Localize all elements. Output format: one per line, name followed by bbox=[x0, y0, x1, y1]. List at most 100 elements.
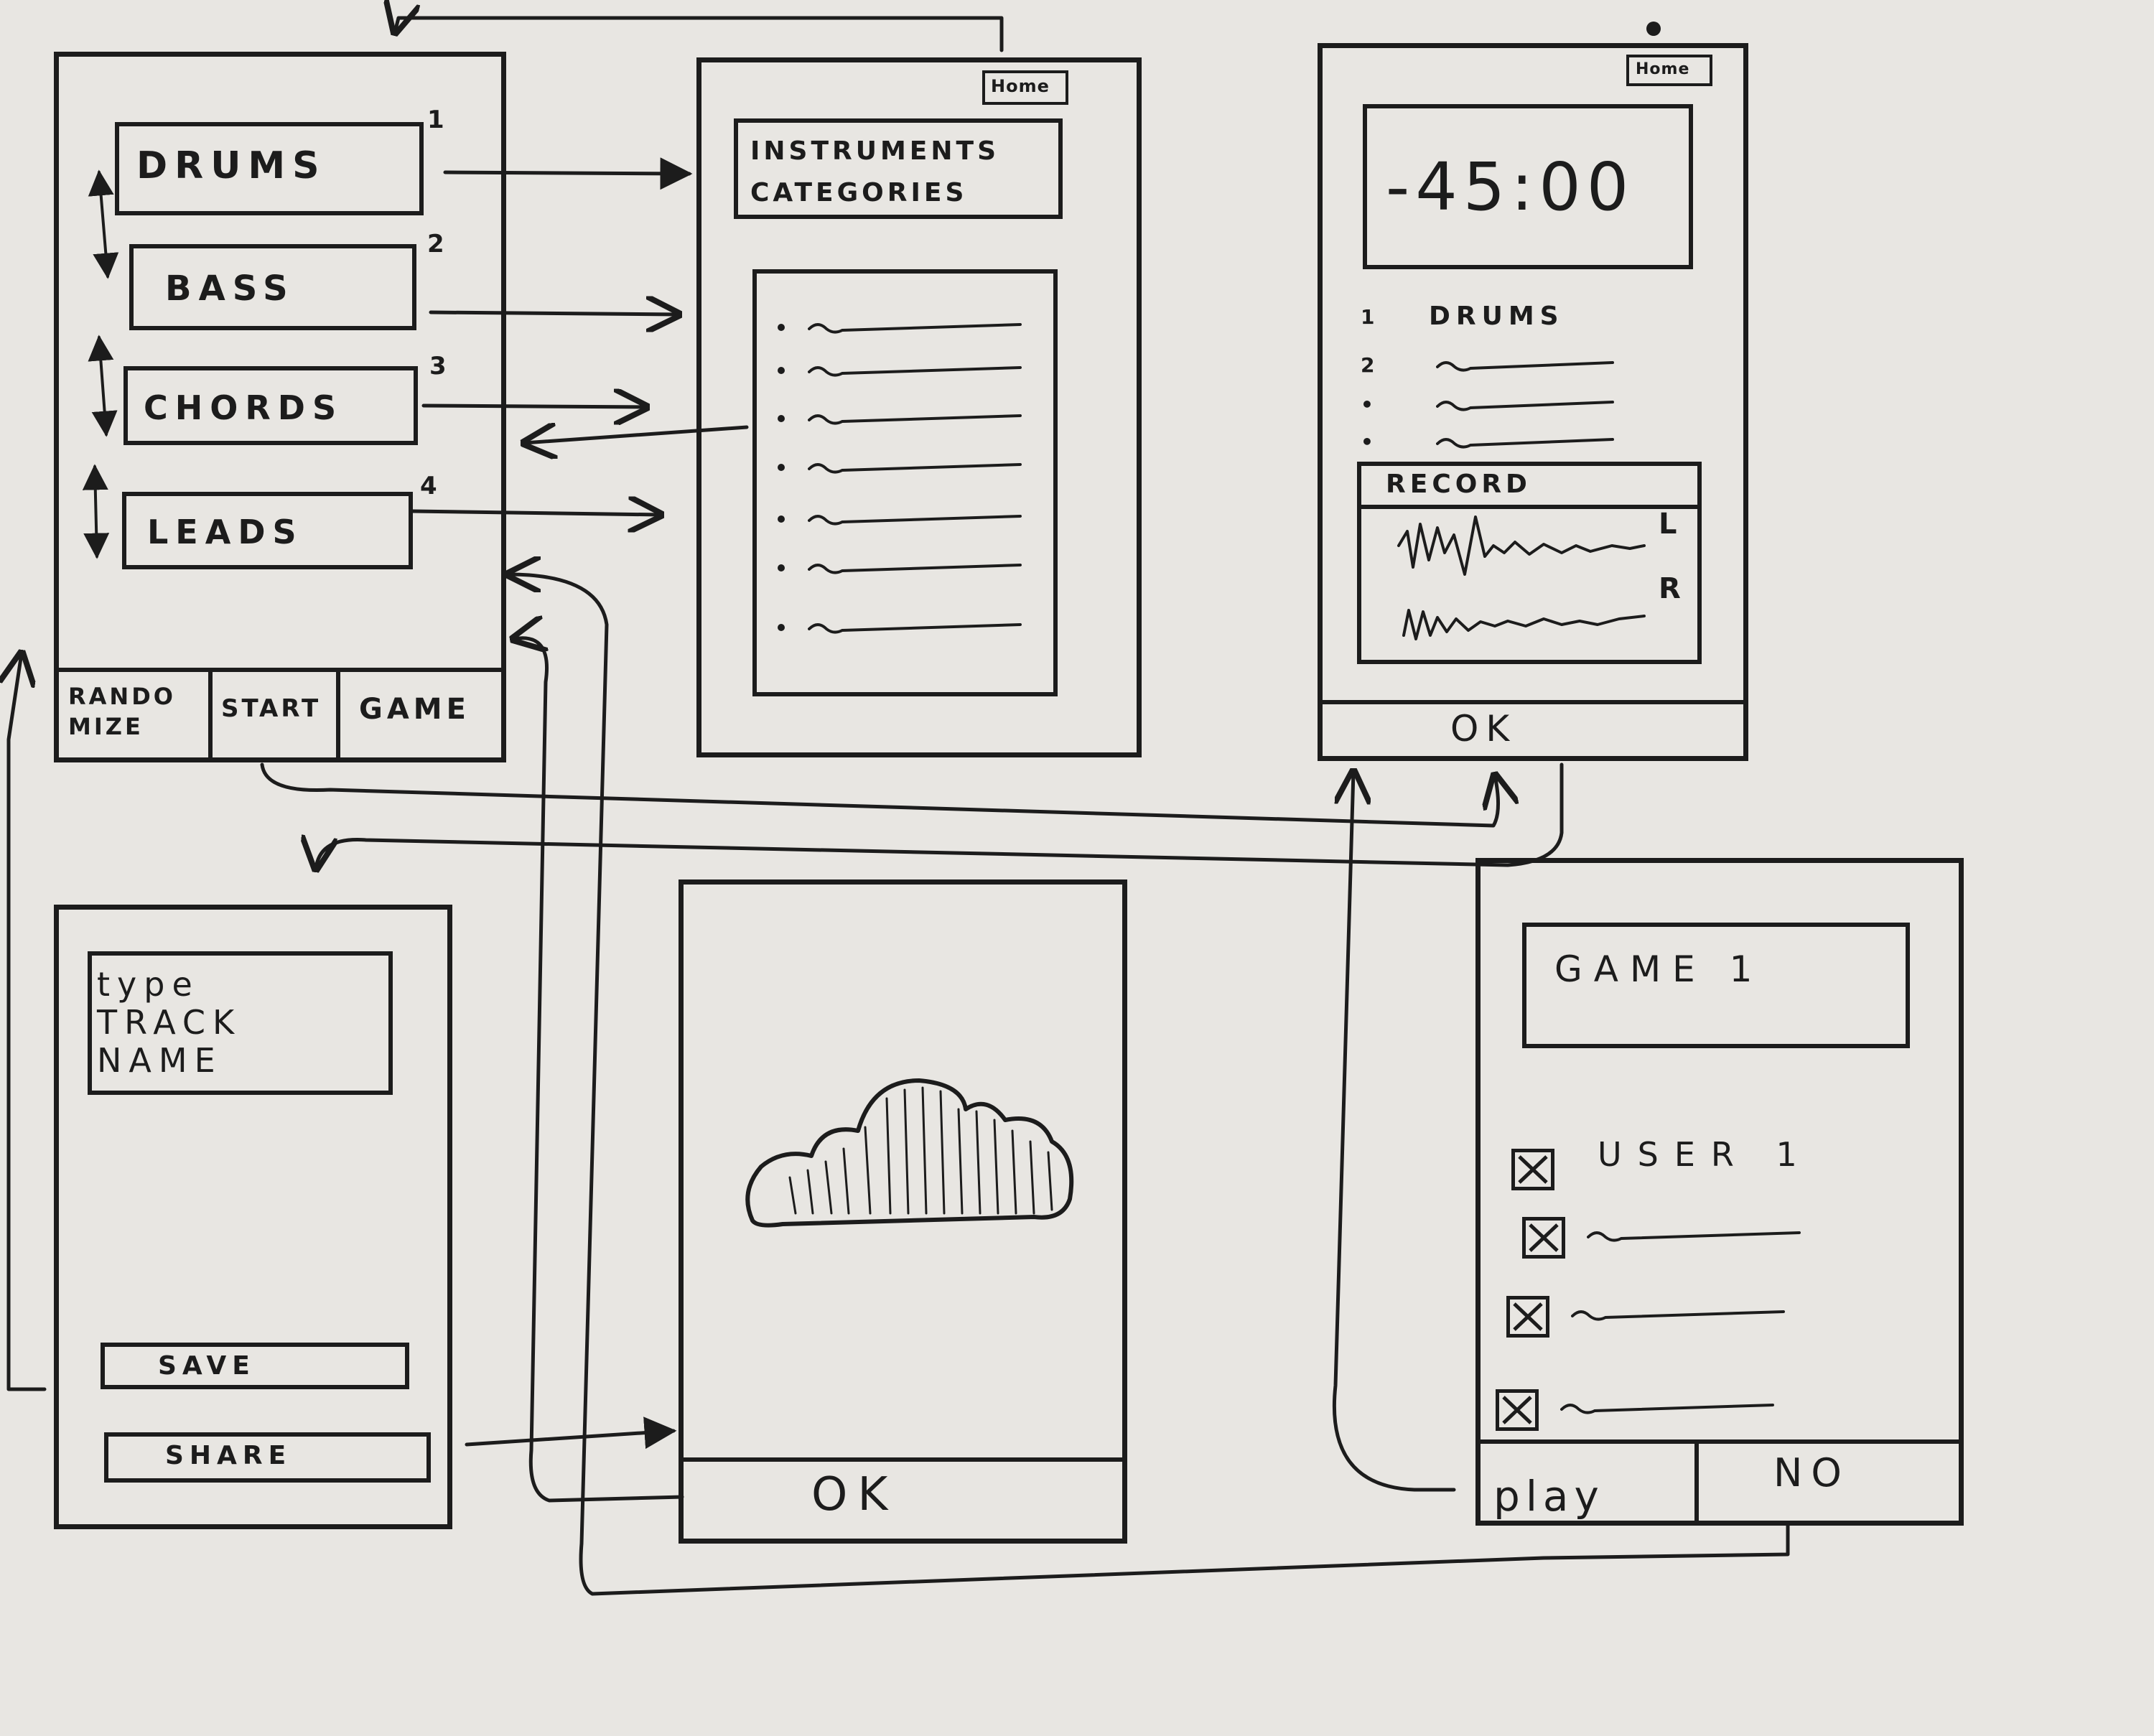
reorder-arrow-3 bbox=[82, 464, 110, 559]
placeholder-text-line bbox=[808, 414, 1022, 425]
arrow-start-to-recording bbox=[260, 762, 1498, 828]
tab-randomize[interactable]: RANDO MIZE bbox=[68, 683, 176, 740]
placeholder-text-line bbox=[808, 463, 1022, 474]
categories-title-box bbox=[734, 118, 1063, 219]
list-bullet bbox=[778, 324, 785, 331]
instrument-button-drums[interactable] bbox=[115, 122, 424, 215]
user-placeholder-line bbox=[1560, 1404, 1774, 1414]
categories-title: INSTRUMENTS CATEGORIES bbox=[750, 136, 999, 207]
track-name-placeholder: type TRACK NAME bbox=[97, 965, 242, 1080]
category-list-item[interactable] bbox=[808, 556, 1023, 578]
arrow-drums-to-categories bbox=[443, 157, 693, 190]
placeholder-text-line bbox=[808, 366, 1022, 377]
instrument-button-drums-label: DRUMS bbox=[136, 144, 327, 187]
categories-screen bbox=[696, 57, 1142, 757]
game-play-button[interactable]: play bbox=[1493, 1472, 1605, 1521]
arrow-game-no-to-menu bbox=[508, 574, 1790, 1596]
check-x-icon bbox=[1529, 1223, 1559, 1252]
record-label[interactable]: RECORD bbox=[1386, 470, 1531, 499]
recording-ok-button[interactable]: OK bbox=[1450, 708, 1517, 750]
track-number: • bbox=[1361, 393, 1381, 416]
instrument-button-bass[interactable] bbox=[129, 244, 416, 330]
instrument-number-1: 1 bbox=[427, 106, 452, 134]
game-title: GAME 1 bbox=[1554, 948, 1764, 990]
placeholder-text-line bbox=[808, 515, 1022, 526]
save-button[interactable] bbox=[101, 1343, 409, 1389]
user-checkbox[interactable] bbox=[1522, 1217, 1565, 1259]
ink-dot bbox=[1646, 22, 1661, 36]
instrument-number-2: 2 bbox=[427, 230, 452, 258]
game-no-button[interactable]: NO bbox=[1773, 1450, 1850, 1495]
game-footer-divider bbox=[1478, 1439, 1962, 1444]
user-checkbox[interactable] bbox=[1496, 1389, 1539, 1431]
check-x-icon bbox=[1513, 1302, 1543, 1331]
category-list-item[interactable] bbox=[808, 616, 1023, 638]
arrow-chords-to-categories bbox=[421, 406, 646, 407]
save-button-label: SAVE bbox=[158, 1351, 256, 1381]
menu-tab-divider-1 bbox=[208, 671, 213, 757]
home-button[interactable] bbox=[982, 70, 1068, 105]
arrow-leads-to-categories bbox=[411, 511, 661, 515]
arrow-bass-to-categories bbox=[429, 312, 679, 314]
placeholder-text-line bbox=[808, 623, 1022, 634]
list-bullet bbox=[778, 515, 785, 523]
arrow-play-to-recording bbox=[1332, 772, 1456, 1492]
instrument-number-3: 3 bbox=[429, 352, 454, 381]
menu-tab-divider-2 bbox=[336, 671, 340, 757]
game-title-box bbox=[1522, 923, 1910, 1048]
track-placeholder-line bbox=[1436, 438, 1614, 449]
home-button-label: Home bbox=[991, 76, 1050, 96]
share-button[interactable] bbox=[104, 1432, 431, 1483]
check-x-icon bbox=[1518, 1155, 1548, 1184]
category-list-item[interactable] bbox=[808, 508, 1023, 529]
recording-footer-divider bbox=[1320, 700, 1746, 704]
category-list-item[interactable] bbox=[808, 359, 1023, 381]
list-bullet bbox=[778, 367, 785, 374]
channel-left-label: L bbox=[1659, 508, 1684, 541]
tab-start[interactable]: START bbox=[221, 694, 322, 723]
list-bullet bbox=[778, 415, 785, 422]
instrument-button-bass-label: BASS bbox=[165, 269, 295, 309]
cloud-ok-button[interactable]: OK bbox=[811, 1468, 898, 1521]
track-placeholder-line bbox=[1436, 401, 1614, 411]
reorder-arrow-2 bbox=[88, 335, 118, 437]
track-number: 2 bbox=[1361, 353, 1382, 377]
category-list-item[interactable] bbox=[808, 407, 1023, 429]
menu-tabbar-divider bbox=[56, 668, 504, 672]
user-name: USER 1 bbox=[1598, 1135, 1813, 1174]
user-placeholder-line bbox=[1571, 1310, 1785, 1321]
arrow-save-to-menu bbox=[9, 653, 47, 1391]
track-number: 1 bbox=[1361, 305, 1382, 329]
timer-box bbox=[1363, 104, 1693, 269]
record-panel bbox=[1357, 462, 1702, 664]
channel-right-label: R bbox=[1659, 572, 1688, 605]
list-bullet bbox=[778, 564, 785, 571]
instrument-button-leads-label: LEADS bbox=[147, 513, 304, 551]
cloud-upload-screen bbox=[679, 879, 1127, 1544]
tab-game[interactable]: GAME bbox=[359, 693, 470, 726]
arrow-categories-back bbox=[524, 427, 749, 443]
cloud-illustration bbox=[745, 1078, 1074, 1228]
list-bullet bbox=[778, 464, 785, 471]
arrow-share-to-cloud bbox=[465, 1417, 677, 1450]
placeholder-text-line bbox=[808, 564, 1022, 574]
track-name-input[interactable] bbox=[88, 951, 393, 1095]
home-button-label: Home bbox=[1636, 60, 1690, 78]
arrow-recording-to-menu bbox=[395, 18, 1004, 52]
cloud-shading bbox=[788, 1086, 1053, 1215]
save-screen bbox=[54, 905, 452, 1529]
list-bullet bbox=[778, 624, 785, 631]
home-button[interactable] bbox=[1626, 55, 1712, 86]
arrow-cloud-to-menu bbox=[513, 638, 684, 1503]
category-list-item[interactable] bbox=[808, 316, 1023, 337]
user-checkbox[interactable] bbox=[1511, 1149, 1554, 1190]
instrument-button-chords-label: CHORDS bbox=[144, 388, 344, 427]
user-checkbox[interactable] bbox=[1506, 1296, 1549, 1338]
placeholder-text-line bbox=[808, 323, 1022, 334]
instrument-button-leads[interactable] bbox=[122, 492, 413, 569]
instrument-button-chords[interactable] bbox=[123, 366, 418, 445]
category-list-item[interactable] bbox=[808, 456, 1023, 477]
menu-screen bbox=[54, 52, 506, 762]
game-footer-split bbox=[1694, 1443, 1699, 1522]
recording-screen bbox=[1318, 43, 1748, 761]
